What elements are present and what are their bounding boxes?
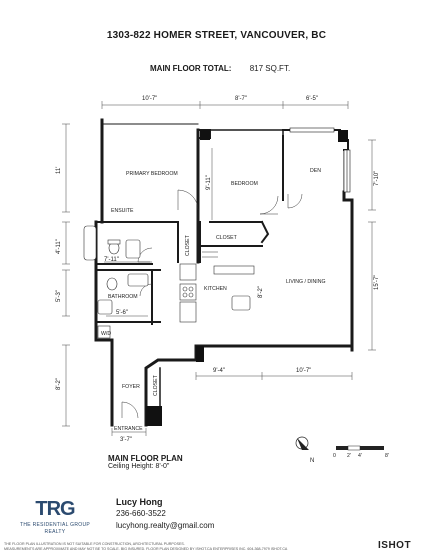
dim-foyer-height: 8'-2" xyxy=(56,378,62,390)
washer-dryer xyxy=(97,325,111,339)
dim-kitchen: 8'-2" xyxy=(258,286,264,298)
dim-bottom-living: 10'-7" xyxy=(296,368,311,374)
room-kitchen: KITCHEN xyxy=(204,286,227,292)
logo-line-2: REALTY xyxy=(44,529,66,535)
windows xyxy=(289,127,351,193)
ensuite-vanity xyxy=(125,239,141,259)
dim-top-den: 6'-5" xyxy=(306,96,318,102)
compass-icon: N xyxy=(295,436,314,464)
room-foyer: FOYER xyxy=(122,384,140,390)
wall-blocks xyxy=(146,130,348,426)
dim-top-bedroom: 8'-7" xyxy=(235,96,247,102)
room-wd: W/D xyxy=(101,331,111,337)
dim-living-height: 15'-7" xyxy=(374,275,380,290)
compass-label: N xyxy=(310,458,314,464)
disclaimer-line-1: THE FLOOR PLAN ILLUSTRATION IS NOT SUITA… xyxy=(4,542,185,546)
room-closet-ensuite: CLOSET xyxy=(185,234,191,256)
agent-name: Lucy Hong xyxy=(116,497,163,507)
floor-total-value: 817 SQ.FT. xyxy=(249,64,291,73)
room-closet-foyer: CLOSET xyxy=(153,374,159,396)
room-primary-bedroom: PRIMARY BEDROOM xyxy=(126,171,178,177)
dim-left-primary: 11' xyxy=(56,167,62,174)
room-bedroom: BEDROOM xyxy=(231,181,258,187)
dim-den-height: 7'-10" xyxy=(374,171,380,186)
room-den: DEN xyxy=(310,168,321,174)
scale-label-8: 8' xyxy=(385,453,389,459)
floor-total: MAIN FLOOR TOTAL: 817 SQ.FT. xyxy=(150,64,290,73)
plan-caption-title: MAIN FLOOR PLAN xyxy=(108,454,183,463)
room-entrance: ENTRANCE xyxy=(114,426,143,432)
stove xyxy=(179,283,197,301)
fridge xyxy=(179,263,197,281)
ishot-watermark: ISHOT xyxy=(378,540,412,551)
room-bathroom: BATHROOM xyxy=(108,294,138,300)
bath-tub xyxy=(127,273,149,287)
agent-email: lucyhong.realty@gmail.com xyxy=(116,521,215,530)
footer xyxy=(0,482,433,560)
fixtures xyxy=(83,225,255,339)
property-address: 1303-822 HOMER STREET, VANCOUVER, BC xyxy=(106,30,327,41)
scale-label-0: 0 xyxy=(333,453,336,459)
dim-bedroom-height: 9'-11" xyxy=(206,175,212,190)
floor-total-label: MAIN FLOOR TOTAL: xyxy=(150,64,232,73)
disclaimer-line-2: MEASUREMENTS ARE APPROXIMATE AND MAY NOT… xyxy=(4,546,288,551)
room-ensuite: ENSUITE xyxy=(111,208,134,214)
dim-bathroom-height: 5'-3" xyxy=(56,290,62,302)
dim-bathroom-width: 5'-6" xyxy=(116,310,128,316)
dim-ensuite-width: 7'-11" xyxy=(104,257,119,263)
bathroom-toilet xyxy=(106,277,118,291)
dimension-lines xyxy=(62,101,376,436)
dim-ensuite-height: 4'-11" xyxy=(56,239,62,254)
room-closet-bedroom: CLOSET xyxy=(216,235,238,241)
dim-bottom-kitchen: 9'-4" xyxy=(213,368,225,374)
kitchen-island xyxy=(213,265,255,275)
bathroom-vanity xyxy=(97,299,113,315)
ensuite-tub xyxy=(83,225,97,261)
scale-label-4: 4' xyxy=(358,453,362,459)
agent-contact: Lucy Hong 236-660-3522 lucyhong.realty@g… xyxy=(116,496,214,532)
floor-plan: PRIMARY BEDROOM BEDROOM DEN ENSUITE CLOS… xyxy=(56,96,389,464)
dim-entrance-width: 3'-7" xyxy=(120,437,132,443)
logo-mark: TRG xyxy=(35,498,75,520)
dim-top-primary: 10'-7" xyxy=(142,96,157,102)
room-living-dining: LIVING / DINING xyxy=(286,279,326,285)
scale-bar: 0 2' 4' 8' xyxy=(333,445,389,459)
disclaimer: THE FLOOR PLAN ILLUSTRATION IS NOT SUITA… xyxy=(4,542,374,551)
scale-label-2: 2' xyxy=(347,453,351,459)
logo-line-1: THE RESIDENTIAL GROUP xyxy=(19,522,90,528)
kitchen-sink xyxy=(231,295,251,311)
agent-phone: 236-660-3522 xyxy=(116,509,166,518)
doors xyxy=(121,189,303,419)
plan-caption-ceiling: Ceiling Height: 8'-0" xyxy=(108,463,170,470)
brokerage-logo: TRG THE RESIDENTIAL GROUP REALTY xyxy=(14,498,96,535)
